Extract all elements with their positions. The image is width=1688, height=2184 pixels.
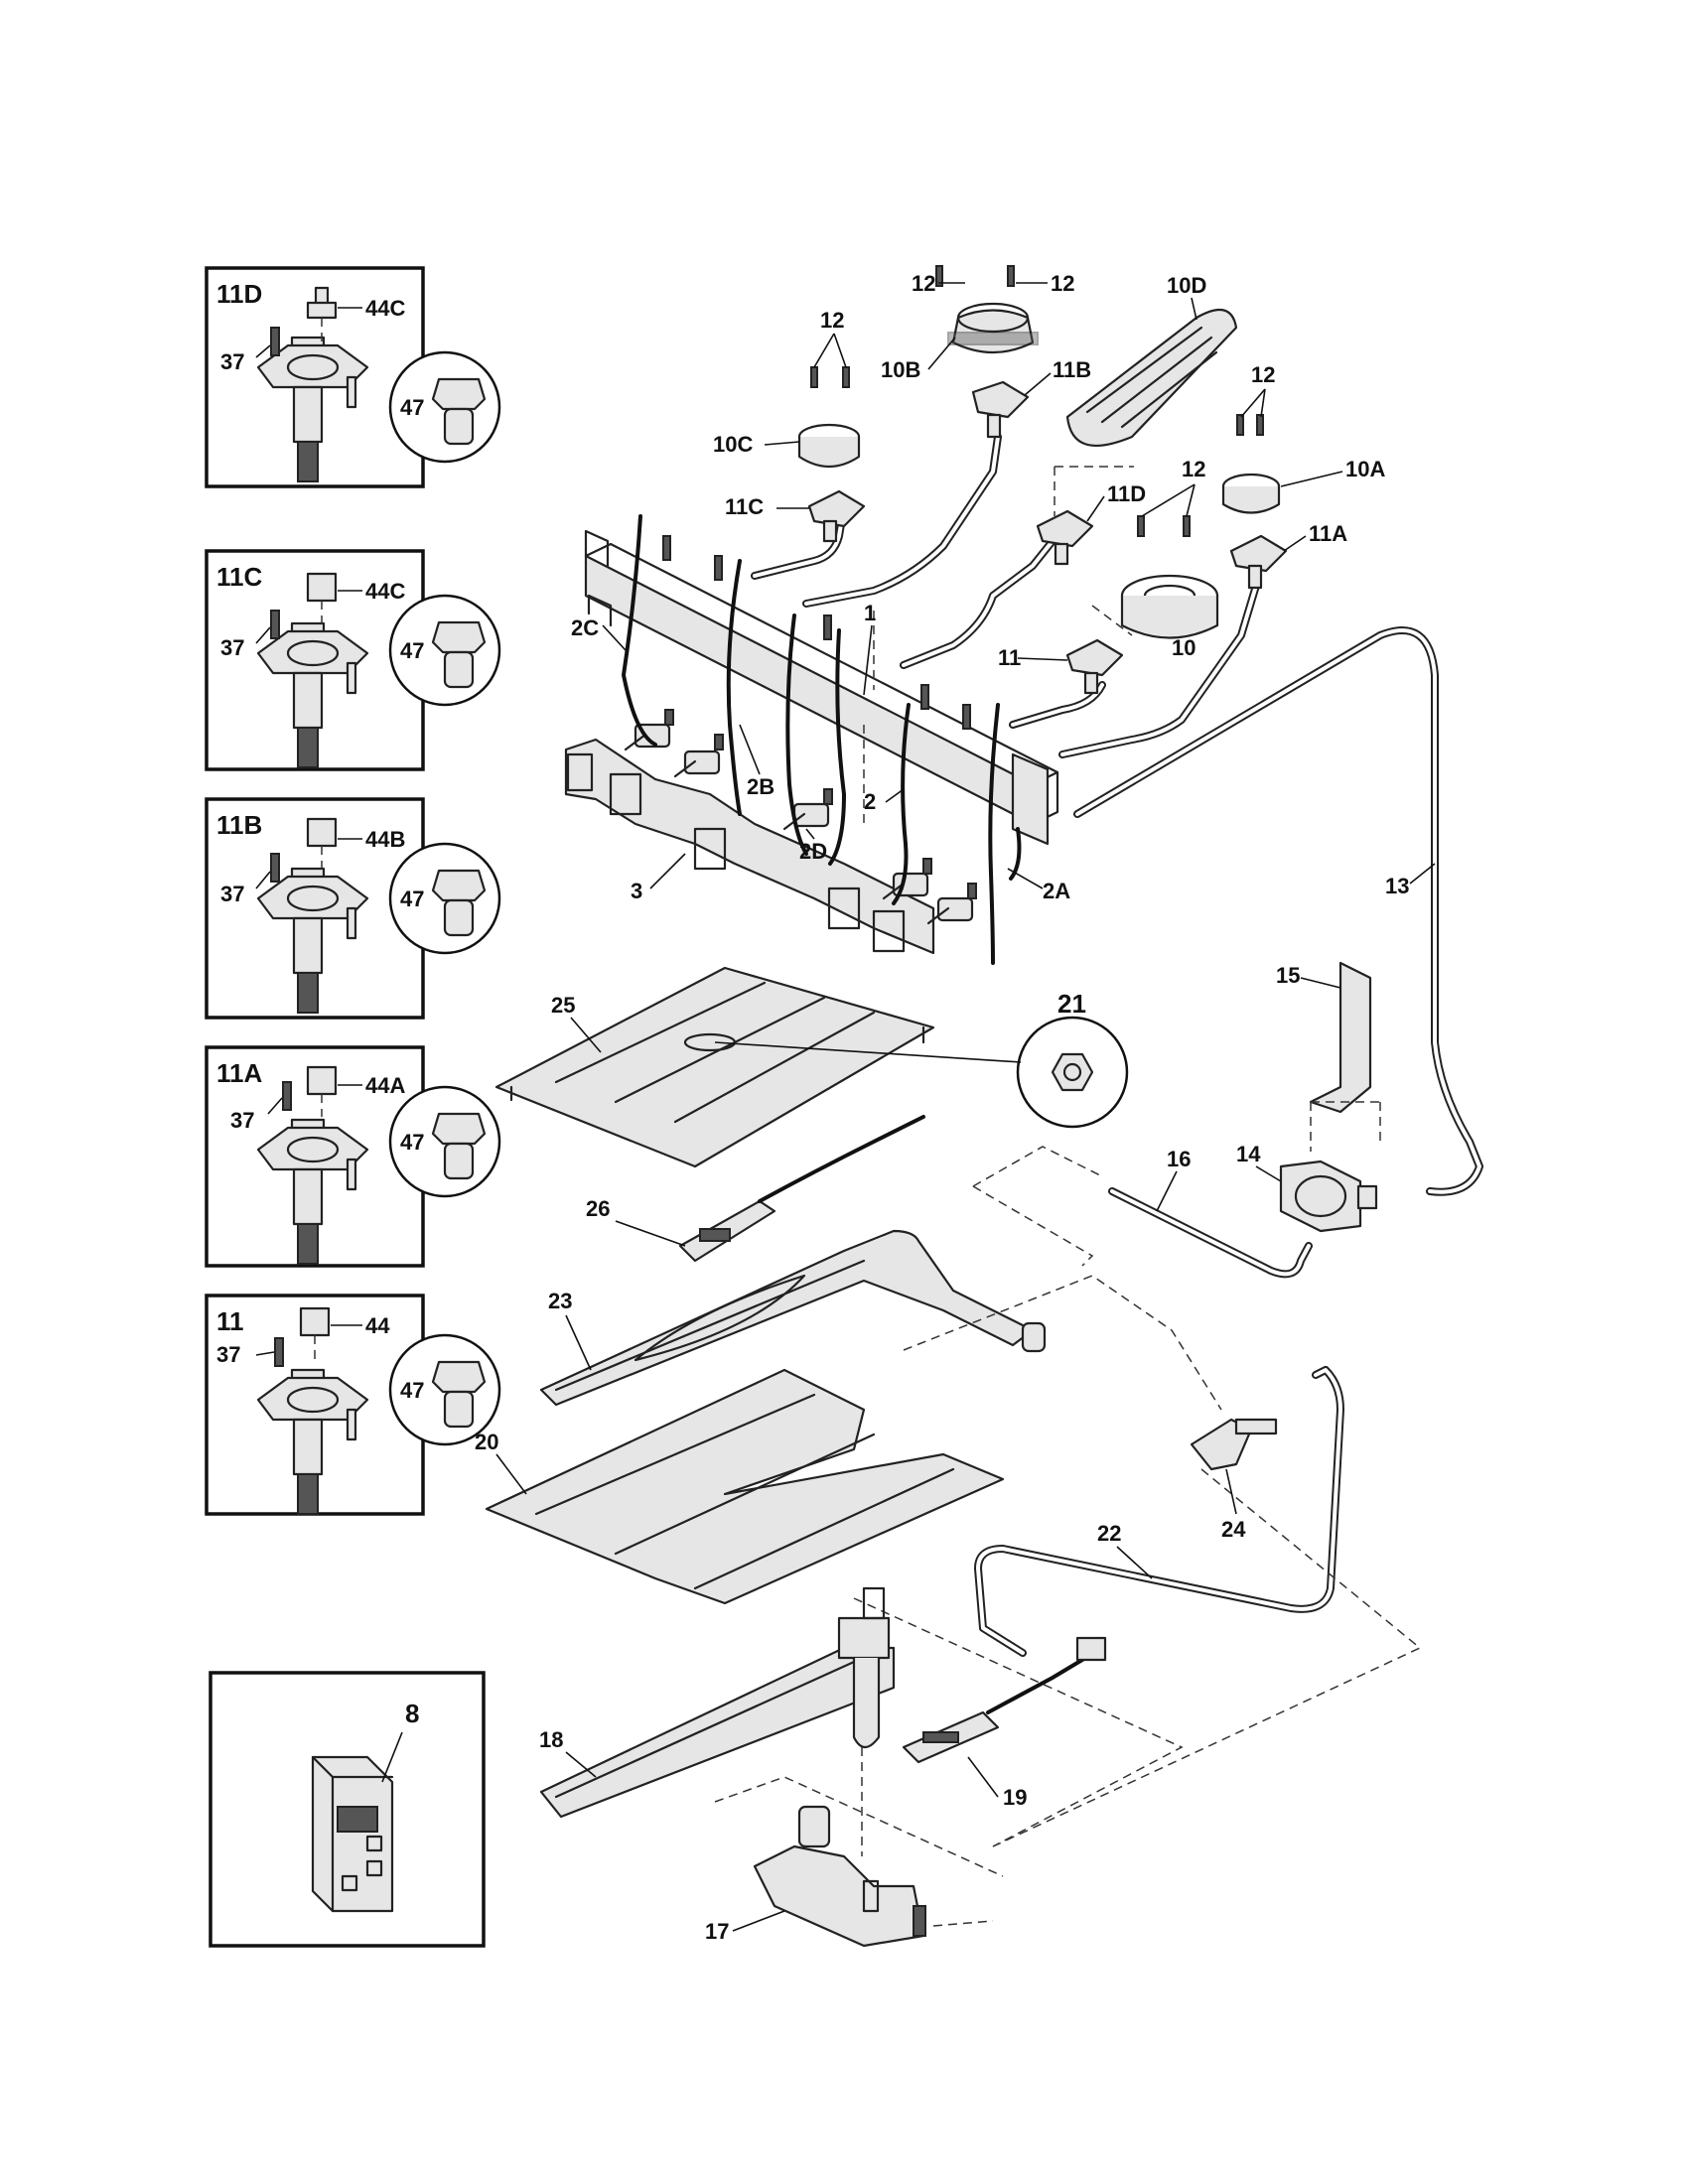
- inset-11c: 11C 44C 37 47: [205, 549, 501, 771]
- callout-10: 10: [1172, 635, 1196, 660]
- callout-10c: 10C: [713, 432, 753, 457]
- oven-safety-valve: [753, 1805, 926, 1948]
- callout-22: 22: [1097, 1521, 1121, 1546]
- broil-igniter: [678, 1115, 925, 1263]
- callout-10b: 10B: [881, 357, 920, 382]
- screw-label: 37: [220, 635, 244, 660]
- callout-2a: 2A: [1043, 879, 1070, 903]
- callout-10d: 10D: [1167, 273, 1206, 298]
- screw-label: 37: [216, 1342, 240, 1367]
- burner-valve: [782, 788, 833, 831]
- callout-16: 16: [1167, 1147, 1191, 1171]
- callout-11b: 11B: [1053, 357, 1091, 382]
- burner-valve: [624, 709, 674, 751]
- callout-labels: 12 12 10D 12 10B 11B 12 10C 12 10A 11C 1…: [475, 271, 1436, 1944]
- manifold-bracket: [564, 738, 935, 955]
- orifice-label: 47: [400, 638, 424, 663]
- manifold-assembly: [564, 514, 1059, 965]
- callout-13: 13: [1385, 874, 1409, 898]
- callout-10a: 10A: [1345, 457, 1385, 481]
- ignitor-wire: [828, 628, 847, 866]
- callout-24: 24: [1221, 1517, 1246, 1542]
- orifice-label: 47: [400, 1378, 424, 1403]
- callout-1: 1: [864, 601, 876, 625]
- orifice-label: 47: [400, 1130, 424, 1155]
- screw-label: 37: [220, 882, 244, 906]
- inset-title: 11A: [216, 1058, 262, 1088]
- callout-11a: 11A: [1309, 521, 1347, 546]
- inset-spark-module: 8: [209, 1671, 486, 1948]
- callout-14: 14: [1236, 1142, 1261, 1166]
- callout-11c: 11C: [725, 494, 764, 519]
- callout-2c: 2C: [571, 615, 599, 640]
- cap-label: 44C: [365, 296, 405, 321]
- oven-gas-tube: [974, 1366, 1344, 1657]
- callout-18: 18: [539, 1727, 563, 1752]
- callout-3: 3: [631, 879, 642, 903]
- screw-label: 37: [230, 1108, 254, 1133]
- inset-box: [209, 1671, 486, 1948]
- inset-11d: 11D 44C 37 47: [205, 266, 501, 488]
- inset-title: 11D: [216, 279, 262, 309]
- pressure-regulator: [1279, 961, 1378, 1233]
- orifice-label: 47: [400, 887, 424, 911]
- callout-12: 12: [1182, 457, 1205, 481]
- callout-19: 19: [1003, 1785, 1027, 1810]
- callout-2d: 2D: [799, 839, 827, 864]
- regulator-tube: [1108, 1187, 1313, 1279]
- callout-12: 12: [820, 308, 844, 333]
- callout-11d: 11D: [1107, 481, 1146, 506]
- cap-label: 44: [365, 1313, 390, 1338]
- callout-15: 15: [1276, 963, 1300, 988]
- cap-label: 44C: [365, 579, 405, 604]
- screw-label: 37: [220, 349, 244, 374]
- callout-11: 11: [998, 645, 1021, 670]
- inset-title: 11B: [216, 810, 262, 840]
- inset-title: 11: [216, 1306, 244, 1336]
- inset-title: 11C: [216, 562, 262, 592]
- callout-17: 17: [705, 1919, 729, 1944]
- oven-valve-orifice: [1190, 1418, 1278, 1471]
- ignitor-wire: [726, 559, 742, 816]
- ignitor-wire: [892, 703, 911, 905]
- ignitor-wire: [988, 703, 1000, 965]
- oven-bottom-shield: [485, 1368, 1005, 1605]
- callout-25: 25: [551, 993, 575, 1018]
- inset-11b: 11B 44B 37 47: [205, 797, 501, 1020]
- burner-valve: [673, 734, 724, 778]
- cap-label: 44A: [365, 1073, 405, 1098]
- callout-12: 12: [912, 271, 935, 296]
- callout-2b: 2B: [747, 774, 774, 799]
- cap-label: 44B: [365, 827, 405, 852]
- orifice-label: 47: [400, 395, 424, 420]
- oven-igniter: [902, 1636, 1107, 1764]
- ignitor-wire: [785, 614, 808, 856]
- callout-21: 21: [1057, 989, 1086, 1019]
- inset-11a: 11A 44A 37 47: [205, 1045, 501, 1268]
- burner-valve: [926, 883, 977, 925]
- burner-tubes: [751, 433, 1260, 758]
- callout-23: 23: [548, 1289, 572, 1313]
- oven-burner: [539, 1586, 896, 1819]
- inset-11: 11 44 37 47: [205, 1294, 501, 1516]
- callout-8: 8: [405, 1699, 419, 1728]
- callout-12: 12: [1251, 362, 1275, 387]
- broil-burner: [539, 1229, 1047, 1407]
- callout-12: 12: [1051, 271, 1074, 296]
- callout-2: 2: [864, 789, 876, 814]
- broiler-shield: [494, 966, 1129, 1168]
- ignitor-wire: [621, 514, 657, 747]
- main-gas-line: [1073, 626, 1483, 1196]
- callout-26: 26: [586, 1196, 610, 1221]
- burner-heads: [797, 265, 1288, 695]
- callout-20: 20: [475, 1430, 498, 1454]
